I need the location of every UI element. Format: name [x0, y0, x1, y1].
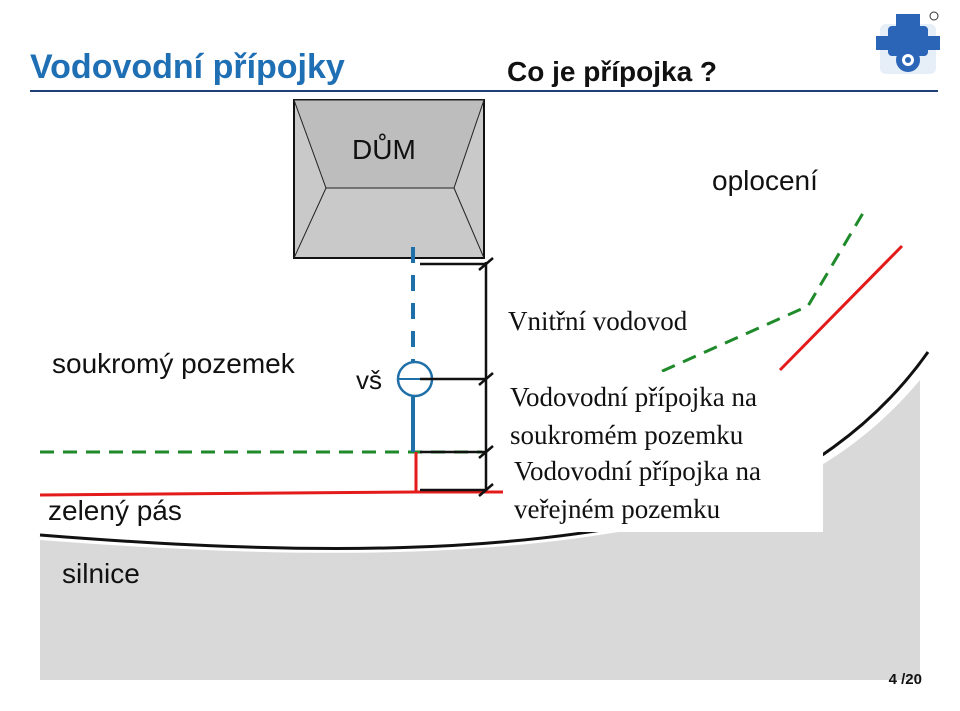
page-number: 4 /20 — [888, 671, 922, 688]
private-connection-label-2: soukromém pozemku — [510, 420, 744, 450]
red-street-line — [778, 244, 904, 372]
internal-plumbing-label: Vnitřní vodovod — [508, 306, 688, 336]
private-land-label: soukromý pozemek — [52, 348, 295, 379]
title-rule — [30, 90, 938, 92]
public-connection-label-1: Vodovodní přípojka na — [514, 456, 761, 486]
dimension-brackets — [420, 257, 494, 497]
meter-shaft-label: vš — [356, 365, 382, 395]
company-logo-icon — [876, 11, 940, 74]
private-connection-label-1: Vodovodní přípojka na — [510, 382, 757, 412]
callout-box — [503, 372, 823, 532]
road-label: silnice — [62, 558, 140, 589]
fence-line — [619, 207, 868, 392]
fence-label: oplocení — [712, 165, 818, 196]
green-strip-label: zelený pás — [48, 495, 182, 526]
public-connection-label-2: veřejném pozemku — [514, 494, 721, 524]
page-subtitle: Co je přípojka ? — [507, 56, 718, 87]
house-label: DŮM — [352, 134, 416, 165]
house-roof-plan — [293, 99, 485, 259]
road-area — [40, 380, 920, 680]
page-title: Vodovodní přípojky — [30, 48, 345, 86]
